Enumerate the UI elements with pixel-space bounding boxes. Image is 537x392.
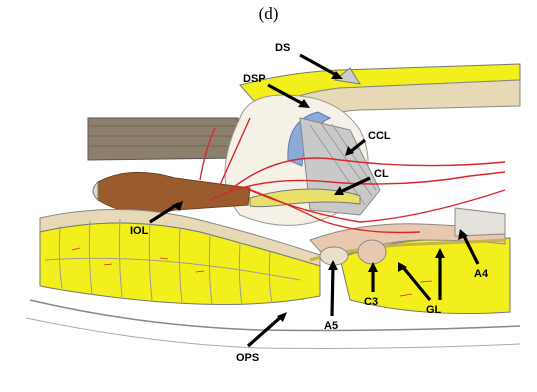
label-ds: DS (275, 42, 290, 54)
label-iol: IOL (130, 225, 149, 237)
label-ccl: CCL (368, 130, 391, 142)
c3-pulley (358, 240, 386, 264)
label-gl: GL (426, 304, 442, 316)
label-a5: A5 (324, 320, 338, 332)
label-a4: A4 (474, 268, 489, 280)
label-cl: CL (374, 168, 389, 180)
muscle-tip (93, 182, 98, 200)
label-ops: OPS (236, 352, 259, 364)
label-dsp: DSP (243, 73, 266, 85)
label-c3: C3 (364, 296, 378, 308)
tendon-block (88, 118, 238, 160)
